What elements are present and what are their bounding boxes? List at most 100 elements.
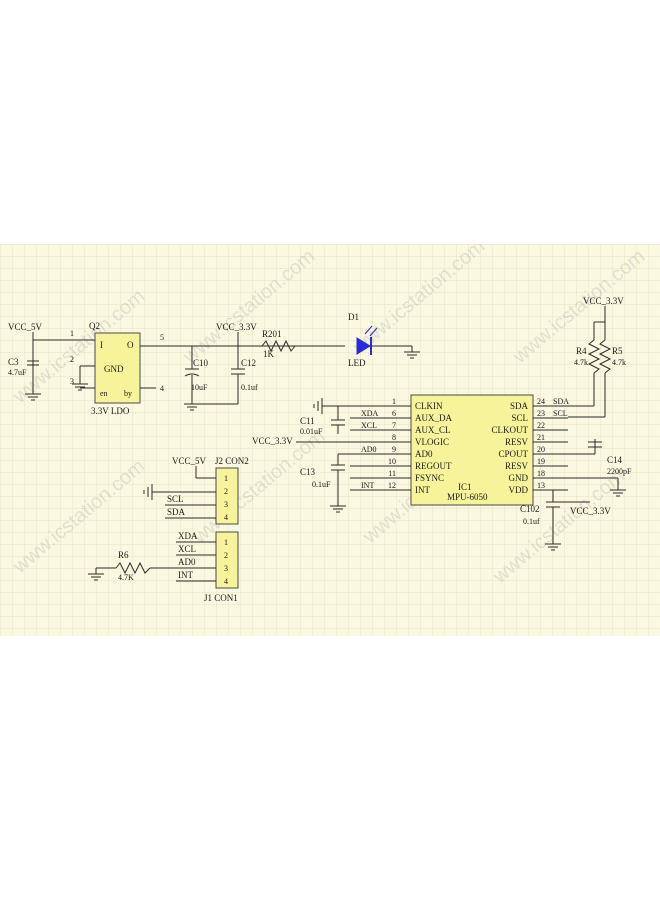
connector-pin-number: 3: [224, 564, 228, 573]
c10-value: 10uF: [191, 383, 208, 392]
ldo-pin-number: 2: [70, 355, 74, 364]
led-name: LED: [348, 358, 366, 368]
j1-body: [215, 531, 239, 589]
vcc33-label: VCC_3.3V: [583, 296, 624, 306]
ground-symbol: [143, 484, 153, 500]
c10-ref: C10: [193, 358, 209, 368]
ic-pin-number: 24: [537, 397, 545, 406]
connector-pin-number: 1: [224, 538, 228, 547]
ic-pin-name: VDD: [509, 485, 529, 495]
led-section: R201 1K D1 LED: [261, 312, 420, 368]
ic-part: MPU-6050: [447, 492, 488, 502]
vcc5-label: VCC_5V: [172, 456, 207, 466]
ic-pin-number: 18: [537, 469, 545, 478]
ic-pin-name: RESV: [505, 461, 529, 471]
j1-net-xda: XDA: [178, 531, 198, 541]
ldo-pin-number: 3: [70, 377, 74, 386]
ldo-pin-number: 5: [160, 333, 164, 342]
ic-pin-net: SDA: [553, 397, 569, 406]
ic-pin-name: INT: [415, 485, 430, 495]
ic-pin-number: 19: [537, 457, 545, 466]
ground-symbol: [184, 403, 200, 411]
ground-symbol: [545, 543, 561, 551]
r4-value: 4.7k: [574, 358, 588, 367]
schematic-diagram: www.icstation.com www.icstation.com www.…: [0, 244, 660, 636]
ic-pin-number: 13: [537, 481, 545, 490]
j1-net-int: INT: [178, 570, 193, 580]
ldo-ref: Q2: [89, 321, 100, 331]
r4-ref: R4: [576, 346, 587, 356]
ldo-section: VCC_5V C3 4.7uF Q2 I O GND en by 3.3V LD…: [8, 321, 345, 416]
ldo-pin-number: 1: [70, 329, 74, 338]
ground-symbol: [72, 383, 88, 391]
r6-value: 4.7K: [118, 573, 134, 582]
ic-pin-number: 11: [388, 469, 396, 478]
ic-pin-net: XCL: [361, 421, 377, 430]
ic-pin-number: 1: [392, 397, 396, 406]
ground-symbol: [25, 393, 41, 401]
ic-pin-net: INT: [361, 481, 374, 490]
r5-value: 4.7k: [612, 358, 626, 367]
r201-value: 1K: [263, 349, 275, 359]
c102-value: 0.1uf: [523, 517, 540, 526]
c11-value: 0.01uF: [300, 427, 323, 436]
ic-pin-net: XDA: [361, 409, 379, 418]
connector-pin-number: 4: [224, 577, 228, 586]
c12-value: 0.1uf: [241, 383, 258, 392]
ic-pin-name: VLOGIC: [415, 437, 449, 447]
ic-pin-name: CLKOUT: [492, 425, 529, 435]
ic-pin-number: 7: [392, 421, 396, 430]
ldo-pin-gnd: GND: [104, 364, 124, 374]
grid-lines: [0, 244, 660, 636]
connector-pin-number: 2: [224, 551, 228, 560]
r6-ref: R6: [118, 550, 129, 560]
ic-pin-name: FSYNC: [415, 473, 444, 483]
j1-net-xcl: XCL: [178, 544, 196, 554]
ldo-pin-o: O: [127, 340, 134, 350]
ic-pin-number: 21: [537, 433, 545, 442]
led-diode-symbol: [356, 337, 371, 355]
j2-net-scl: SCL: [167, 494, 184, 504]
ic-pin-net: AD0: [361, 445, 377, 454]
j2-ref: J2 CON2: [215, 456, 249, 466]
ldo-pin-i: I: [100, 340, 103, 350]
ic-pin-name: CLKIN: [415, 401, 443, 411]
ldo-pin-by: by: [124, 389, 132, 398]
ground-symbol: [313, 398, 323, 414]
c3-ref: C3: [8, 357, 19, 367]
c3-value: 4.7uF: [8, 368, 27, 377]
vcc33-label: VCC_3.3V: [570, 506, 611, 516]
mpu6050-chip: [410, 394, 534, 506]
ground-symbol: [610, 489, 626, 497]
ic-pin-name: CPOUT: [498, 449, 528, 459]
ldo-chip: [94, 332, 141, 404]
ic-pin-name: REGOUT: [415, 461, 452, 471]
r201-ref: R201: [262, 329, 282, 339]
c13-value: 0.1uF: [312, 480, 331, 489]
ic-ref: IC1: [458, 482, 472, 492]
ldo-pin-number: 4: [160, 384, 164, 393]
ic-pin-name: SCL: [511, 413, 528, 423]
ground-symbol: [330, 505, 346, 513]
j1-ref: J1 CON1: [204, 593, 238, 603]
ic-pin-name: GND: [509, 473, 529, 483]
connector-pin-number: 2: [224, 487, 228, 496]
connector-pin-number: 3: [224, 500, 228, 509]
ic-pin-net: SCL: [553, 409, 568, 418]
c14-ref: C14: [607, 455, 623, 465]
ldo-name: 3.3V LDO: [91, 406, 130, 416]
ic-pin-name: SDA: [510, 401, 529, 411]
vcc5-label: VCC_5V: [8, 322, 43, 332]
ic-pin-number: 10: [388, 457, 396, 466]
c12-ref: C12: [241, 358, 256, 368]
vcc33-label: VCC_3.3V: [216, 322, 257, 332]
c13-ref: C13: [300, 467, 316, 477]
connector-pin-number: 4: [224, 513, 228, 522]
schematic-sheet: www.icstation.com www.icstation.com www.…: [0, 244, 660, 636]
ic-pin-name: AD0: [415, 449, 433, 459]
ic-pin-number: 23: [537, 409, 545, 418]
